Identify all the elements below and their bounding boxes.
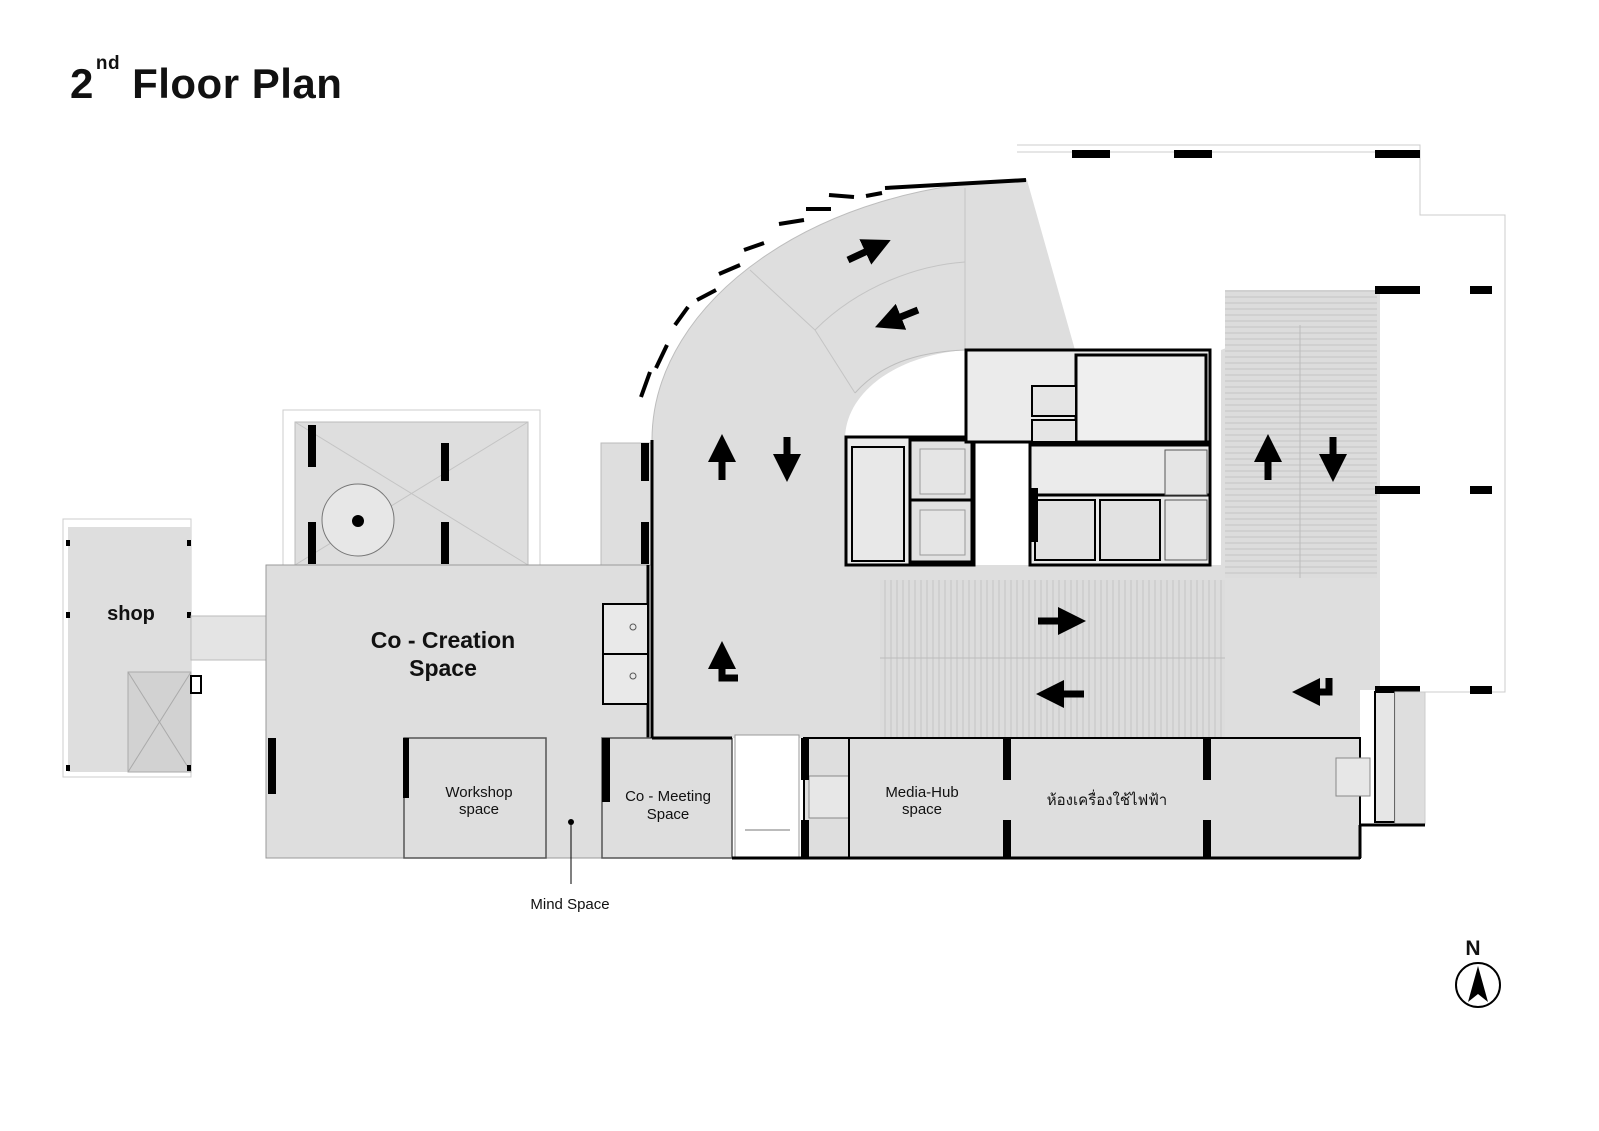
label-workshop-line2: space <box>459 801 499 818</box>
label-mind-space: Mind Space <box>530 896 609 913</box>
label-mediahub-line1: Media-Hub <box>885 784 958 801</box>
arrow-northeast-icon <box>846 239 891 265</box>
label-electrical-room: ห้องเครื่องใช้ไฟฟ้า <box>1047 789 1167 809</box>
compass-label: N <box>1465 937 1480 960</box>
north-compass: N <box>1455 937 1501 1008</box>
label-comeeting-line2: Space <box>647 806 690 823</box>
bridge <box>190 615 269 661</box>
south-rooms <box>650 440 1426 860</box>
arrow-turn-left-icon <box>1292 678 1333 706</box>
label-workshop-line1: Workshop <box>445 784 512 801</box>
arrow-southwest-icon <box>875 303 920 330</box>
building-core <box>844 348 1212 567</box>
shop-area <box>62 518 202 778</box>
label-comeeting-line1: Co - Meeting <box>625 788 711 805</box>
ramp-east <box>1225 290 1377 578</box>
label-cocreation-line1: Co - Creation <box>371 627 515 653</box>
label-mediahub-line2: space <box>902 801 942 818</box>
label-cocreation-line2: Space <box>409 655 477 681</box>
north-arrow-icon <box>1468 966 1488 1002</box>
traffic-arrows <box>708 239 1347 708</box>
arrow-turn-up-icon <box>708 641 738 682</box>
label-shop: shop <box>107 603 155 625</box>
west-wing <box>265 409 733 884</box>
north-east-structure <box>1017 144 1506 694</box>
